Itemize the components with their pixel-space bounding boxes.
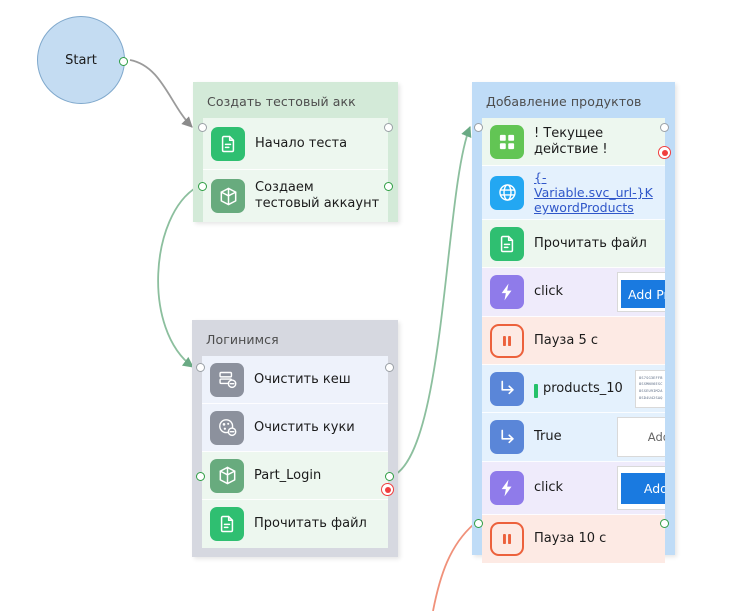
start-node[interactable]: Start: [37, 16, 128, 104]
node-label: Создаем тестовый аккаунт: [255, 180, 380, 211]
node-row-create-account[interactable]: Создаем тестовый аккаунт: [203, 170, 388, 222]
node-label: Part_Login: [254, 467, 322, 483]
node-label: click: [534, 480, 564, 496]
node-label: ! Текущее действие !: [534, 125, 608, 157]
node-row-part-login[interactable]: Part_Login: [202, 452, 388, 500]
node-row-clear-cache[interactable]: Очистить кеш: [202, 356, 388, 404]
breakpoint-indicator[interactable]: [658, 146, 671, 159]
preview-line: 8SSEU9IM2A: [639, 389, 663, 394]
row-input-port[interactable]: [196, 472, 205, 481]
node-row-pause-5[interactable]: Пауза 5 с: [482, 317, 665, 365]
node-row-current-action[interactable]: ! Текущее действие !: [482, 118, 665, 166]
thumbnail-button-label: Add Prod: [621, 280, 665, 308]
node-label: True: [534, 429, 562, 445]
breakpoint-indicator[interactable]: [381, 483, 394, 496]
node-row-read-file[interactable]: Прочитать файл: [202, 500, 388, 548]
group-title: Добавление продуктов: [486, 94, 642, 109]
node-row-products-10[interactable]: products_10 8S7SG3EFFB 8SSMNV6ESC 8SSEU9…: [482, 365, 665, 413]
node-row-click-add-prod[interactable]: click Add Prod: [482, 268, 665, 317]
arrow-turn-icon: [490, 420, 524, 454]
row-input-port[interactable]: [198, 182, 207, 191]
clear-cache-icon: [210, 362, 244, 397]
edge-partlogin-to-current-action: [389, 126, 472, 478]
node-label: Прочитать файл: [534, 235, 647, 251]
thumbnail-button-label: Add: [621, 472, 665, 504]
group-rows: Очистить кеш Очистить куки: [202, 356, 388, 548]
group-title: Создать тестовый акк: [207, 94, 356, 109]
document-icon: [490, 226, 524, 261]
target-element-thumbnail[interactable]: Add: [617, 466, 665, 510]
target-element-thumbnail[interactable]: Add tra: [617, 417, 665, 457]
node-row-svc-url[interactable]: {-Variable.svc_url-}KeywordProducts: [482, 166, 665, 220]
row-output-port[interactable]: [660, 519, 669, 528]
row-input-port[interactable]: [198, 123, 207, 132]
lightning-icon: [490, 471, 524, 505]
node-label: Очистить куки: [254, 419, 355, 435]
node-label: Очистить кеш: [254, 371, 351, 387]
document-icon: [210, 507, 244, 541]
node-row-click-add[interactable]: click Add: [482, 462, 665, 515]
group-title: Логинимся: [206, 332, 279, 347]
cube-icon: [211, 179, 245, 213]
row-input-port[interactable]: [474, 123, 483, 132]
arrow-turn-icon: [490, 371, 524, 406]
row-output-port[interactable]: [385, 363, 394, 372]
node-row-clear-cookies[interactable]: Очистить куки: [202, 404, 388, 452]
edge-pause10-outgoing: [432, 523, 475, 611]
node-row-begin-test[interactable]: Начало теста: [203, 118, 388, 170]
row-output-port[interactable]: [660, 123, 669, 132]
node-label: products_10: [534, 381, 629, 398]
preview-line: 8SD4U42SAQ: [639, 395, 663, 400]
group-login[interactable]: Логинимся Очистить кеш: [192, 320, 398, 557]
group-create-test-account[interactable]: Создать тестовый акк Начало теста: [193, 82, 398, 222]
start-node-output-port[interactable]: [119, 57, 128, 66]
row-input-port[interactable]: [474, 519, 483, 528]
grid-icon: [490, 124, 524, 159]
edge-start-to-begin-test: [129, 59, 193, 128]
pause-icon: [490, 323, 524, 358]
row-output-port[interactable]: [384, 182, 393, 191]
globe-icon: [490, 175, 524, 210]
cube-icon: [210, 458, 244, 493]
document-icon: [211, 126, 245, 161]
variable-preview-thumbnail[interactable]: 8S7SG3EFFB 8SSMNV6ESC 8SSEU9IM2A 8SD4U42…: [635, 369, 665, 408]
group-rows: Начало теста Создаем тестовый аккаунт: [203, 118, 388, 222]
clear-cookies-icon: [210, 410, 244, 445]
preview-line: 8S7SG3EFFB: [639, 375, 663, 380]
node-label: Начало теста: [255, 135, 348, 151]
node-row-pause-10[interactable]: Пауза 10 с: [482, 515, 665, 563]
group-add-products[interactable]: Добавление продуктов ! Текущее действие …: [472, 82, 675, 563]
row-output-port[interactable]: [385, 472, 394, 481]
node-label-link[interactable]: {-Variable.svc_url-}KeywordProducts: [534, 170, 653, 215]
target-element-thumbnail[interactable]: Add Prod: [617, 272, 665, 312]
node-label: Пауза 5 с: [534, 332, 598, 348]
preview-line: 8SSMNV6ESC: [639, 382, 663, 387]
node-label: click: [534, 284, 564, 300]
node-label: Прочитать файл: [254, 516, 367, 532]
row-output-port[interactable]: [384, 123, 393, 132]
node-row-true[interactable]: True Add tra: [482, 413, 665, 462]
node-label: Пауза 10 с: [534, 531, 607, 547]
start-node-label: Start: [65, 52, 97, 68]
row-input-port[interactable]: [196, 363, 205, 372]
node-row-read-file[interactable]: Прочитать файл: [482, 220, 665, 268]
lightning-icon: [490, 275, 524, 309]
group-rows: ! Текущее действие ! {-Variable.svc_url-…: [482, 118, 665, 563]
pause-icon: [490, 522, 524, 556]
